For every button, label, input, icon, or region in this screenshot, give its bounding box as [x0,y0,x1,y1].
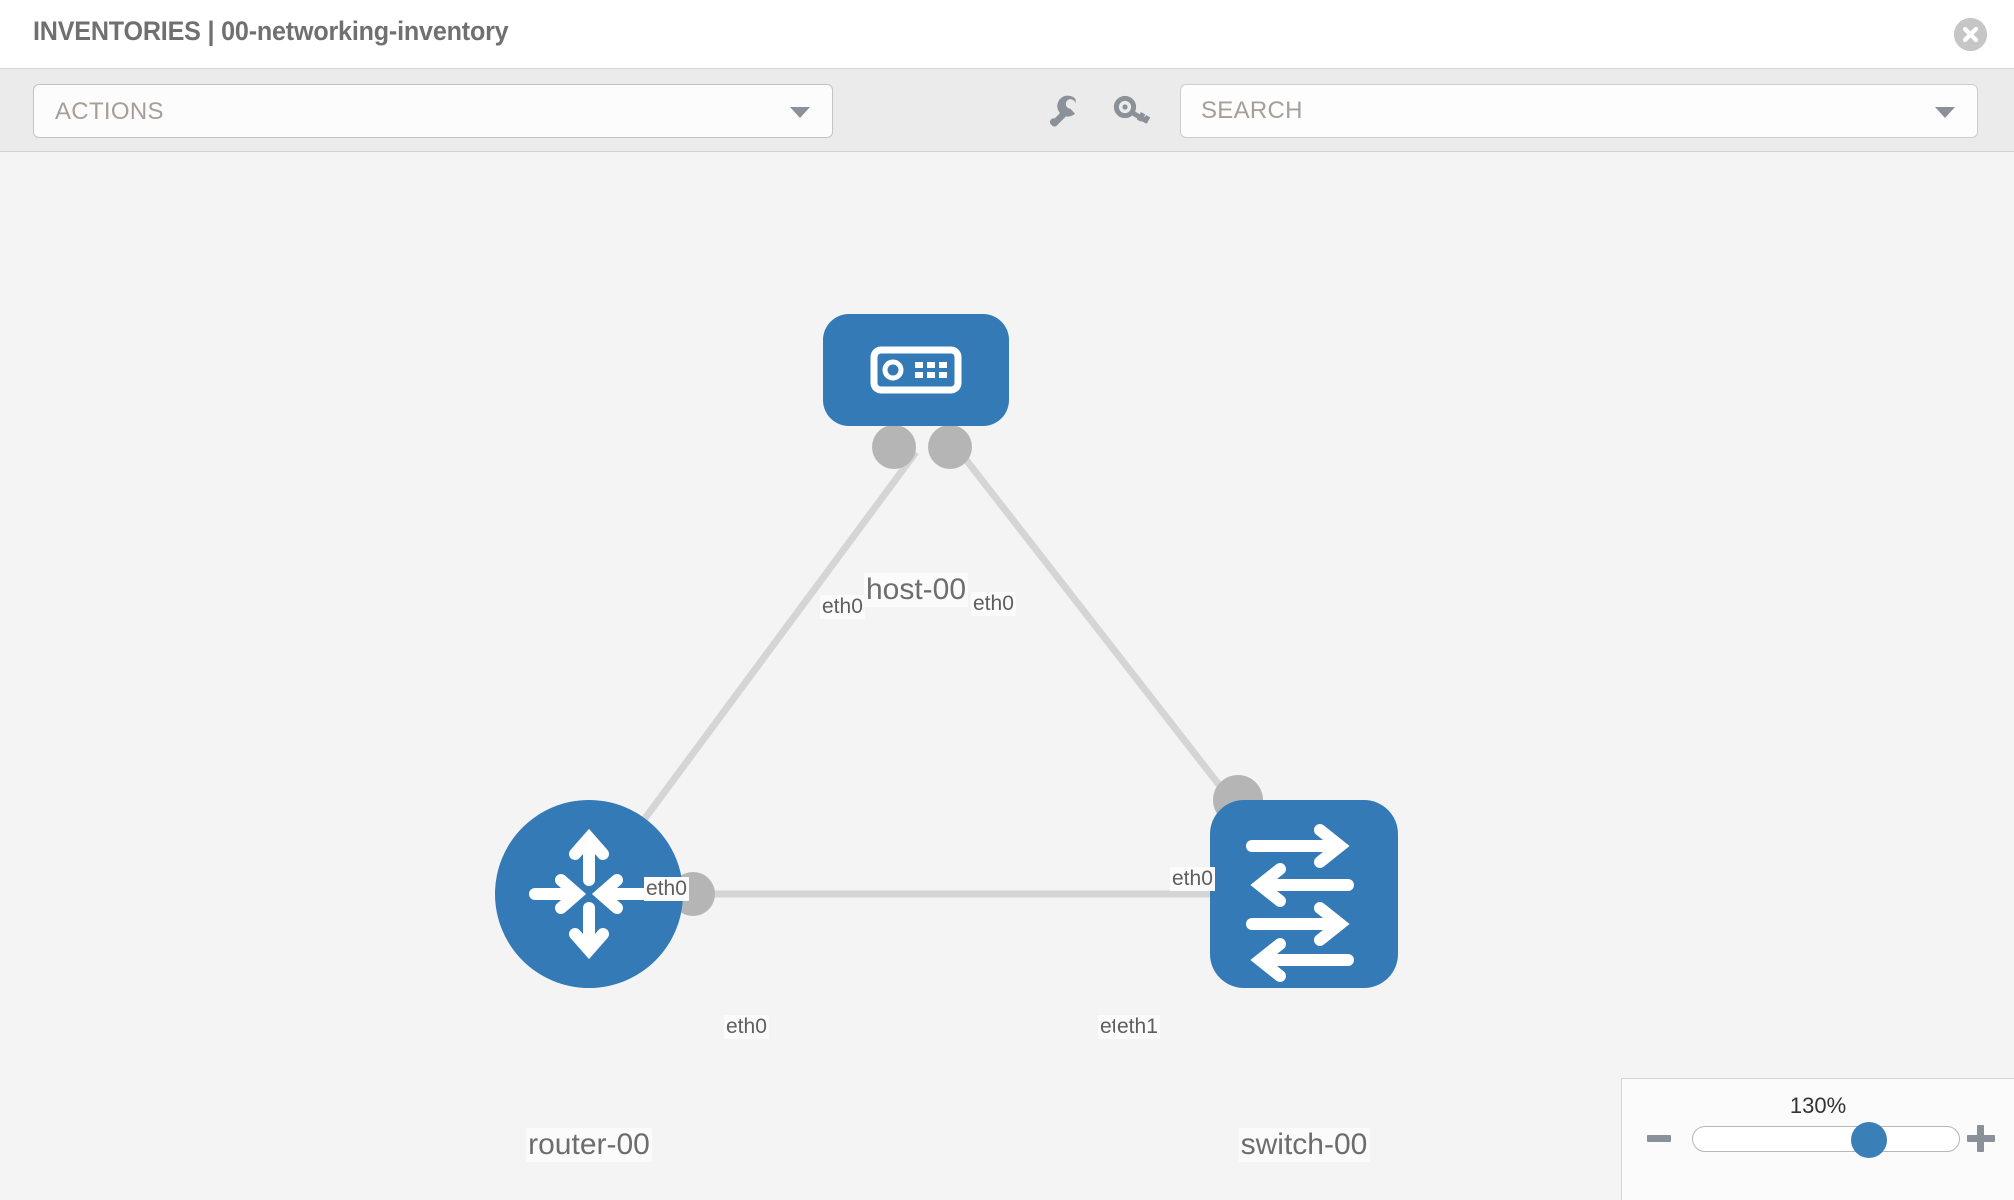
node-label-switch-00: switch-00 [1238,1128,1370,1162]
router-arrows-icon [529,828,649,960]
close-circle-glyph [1954,18,1987,51]
key-glyph [1113,95,1151,124]
server-icon [870,346,962,394]
node-host-00[interactable] [823,314,1009,426]
iface-label-host-left: eth0 [820,595,865,619]
iface-label-router-up: eth0 [644,877,689,901]
zoom-control-panel: 130% [1621,1078,2014,1200]
zoom-slider-thumb[interactable] [1850,1122,1887,1158]
switch-arrows-icon [1246,824,1354,982]
actions-dropdown[interactable]: ACTIONS [33,84,833,138]
iface-label-switch-up: eth0 [1170,867,1215,891]
zoom-slider-track[interactable] [1692,1122,1960,1158]
node-router-00[interactable] [495,800,683,988]
search-chevron-down-icon[interactable] [1935,107,1955,118]
topology-graph [495,314,1398,988]
wrench-glyph [1049,95,1076,127]
wrench-icon[interactable] [1042,89,1086,133]
connector-host-left [872,425,916,469]
search-input[interactable] [1181,85,1911,137]
page-header: INVENTORIES | 00-networking-inventory [0,0,2014,69]
actions-dropdown-label: ACTIONS [55,98,164,125]
node-label-router-00: router-00 [526,1128,652,1162]
zoom-out-button[interactable] [1644,1123,1674,1153]
chevron-down-icon [790,107,810,118]
key-icon[interactable] [1110,89,1154,133]
topology-canvas[interactable]: host-00 router-00 switch-00 eth0 eth0 et… [0,152,2014,1200]
iface-label-router-right: eth0 [724,1015,769,1039]
iface-label-switch-left-b: eth1 [1115,1015,1160,1039]
link-connectors [671,425,1263,916]
node-switch-00[interactable] [1210,800,1398,988]
topology-links [586,449,1307,898]
zoom-in-button[interactable] [1966,1123,1996,1153]
node-label-host-00: host-00 [863,573,969,607]
toolbar: ACTIONS [0,69,2014,152]
zoom-level-label: 130% [1789,1093,1847,1118]
connector-host-right [928,425,972,469]
search-box[interactable] [1180,84,1978,138]
page-title: INVENTORIES | 00-networking-inventory [33,16,509,46]
close-icon[interactable] [1954,18,1987,51]
iface-label-host-right: eth0 [971,592,1016,616]
